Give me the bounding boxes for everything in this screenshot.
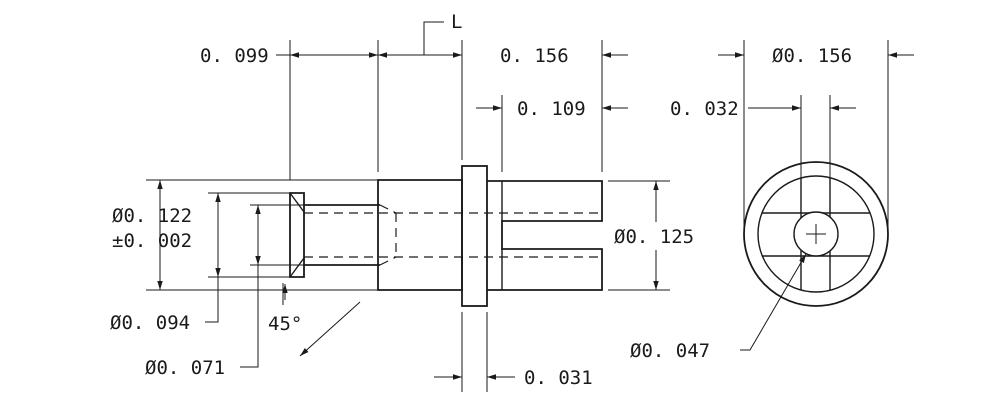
leader (240, 265, 259, 368)
dim-0-032: 0. 032 (670, 98, 739, 120)
dim-angle: 45° (268, 313, 302, 335)
dim-dia-0-094: Ø0. 094 (110, 312, 190, 334)
side-view (289, 165, 603, 307)
dim-tolerance: ±0. 002 (112, 230, 192, 252)
inner-circle (757, 175, 875, 293)
end-view (743, 161, 889, 307)
dim-dia-0-156: Ø0. 156 (772, 45, 852, 67)
slotted-barrel (487, 180, 603, 291)
end-view-dimensions: Ø0. 156 0. 032 Ø0. 047 (630, 40, 914, 362)
side-view-dimensions: 0. 099 L 0. 156 0. 109 Ø0. 122 ±0. 002 Ø… (110, 11, 694, 392)
dim-0-031: 0. 031 (524, 367, 593, 389)
dim-0-109: 0. 109 (517, 98, 586, 120)
tip-chamfer-top (289, 192, 305, 213)
leader (205, 277, 219, 323)
dim-dia-0-122: Ø0. 122 (112, 205, 192, 227)
hidden-cone-bottom (379, 256, 397, 266)
hidden-cone-top (379, 204, 397, 214)
dim-dia-0-047: Ø0. 047 (630, 340, 710, 362)
dim-dia-0-125: Ø0. 125 (614, 226, 694, 248)
outer-circle (743, 161, 889, 307)
main-body (377, 179, 463, 291)
tip-flange (289, 192, 305, 278)
angle-leader (299, 301, 361, 357)
dim-dia-0-071: Ø0. 071 (145, 357, 225, 379)
tip-chamfer-bottom (289, 257, 305, 278)
collar (461, 165, 488, 307)
dim-0-099: 0. 099 (200, 45, 269, 67)
section-leader (423, 21, 444, 55)
leader (740, 253, 807, 351)
section-mark: L (451, 11, 462, 33)
dim-0-156: 0. 156 (500, 45, 569, 67)
